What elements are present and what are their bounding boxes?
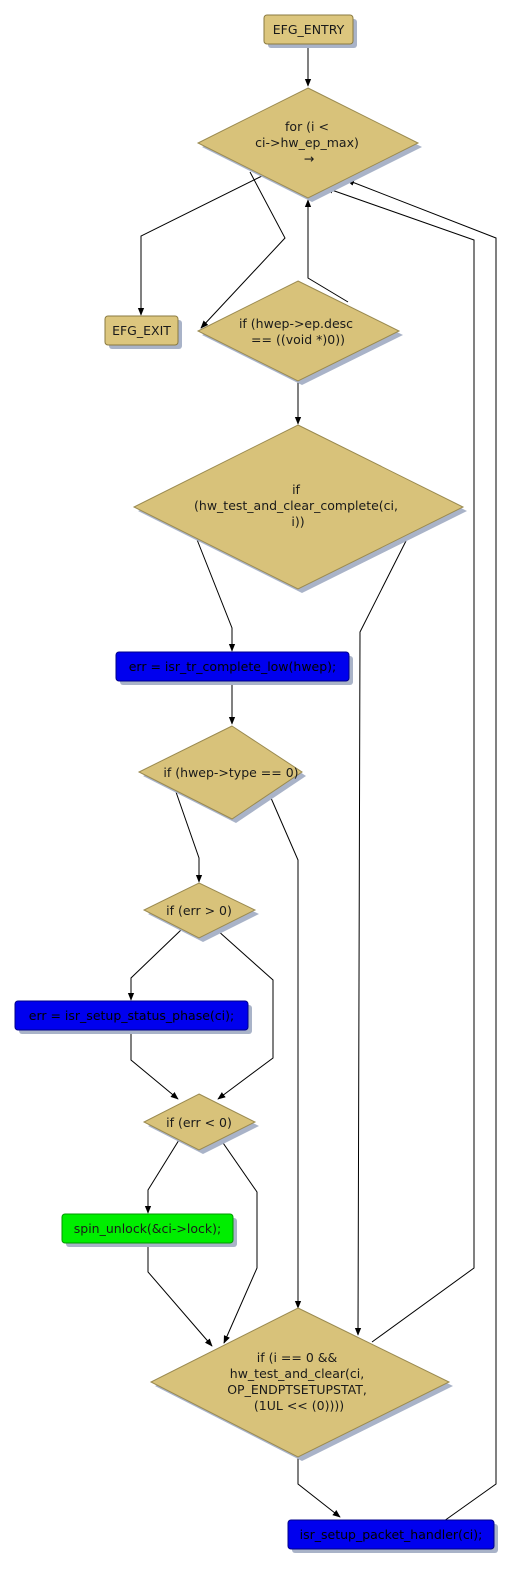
- err-complete-node[interactable]: err = isr_tr_complete_low(hwep);: [115, 651, 353, 685]
- err-complete-label: err = isr_tr_complete_low(hwep);: [129, 659, 337, 674]
- if-err-lt-line-1: if (err < 0): [166, 1115, 232, 1130]
- if-setup-label: if (i == 0 && hw_test_and_clear(ci, OP_E…: [227, 1350, 371, 1413]
- nodes: EFG_ENTRY EFG_EXIT for (i < ci->hw_ep_ma…: [14, 14, 498, 1553]
- edge-if-setup-to-setup-handler: [297, 1456, 341, 1518]
- if-setup-diamond: [149, 1307, 451, 1458]
- edge-if-complete-to-err-complete: [195, 536, 236, 652]
- if-complete-line-2: (hw_test_and_clear_complete(ci,: [194, 498, 398, 513]
- if-type-diamond: [137, 725, 303, 820]
- spin-unlock-node[interactable]: spin_unlock(&ci->lock);: [61, 1213, 237, 1247]
- if-setup-line-1: if (i == 0 &&: [257, 1350, 338, 1365]
- if-desc-diamond: [196, 280, 401, 382]
- err-status-box: [14, 1000, 249, 1031]
- for-loop-line-3: →: [304, 151, 314, 166]
- if-setup-decision[interactable]: if (i == 0 && hw_test_and_clear(ci, OP_E…: [149, 1307, 453, 1461]
- exit-node-label: EFG_EXIT: [112, 323, 171, 338]
- spin-unlock-label: spin_unlock(&ci->lock);: [74, 1221, 221, 1236]
- if-desc-label: if (hwep->ep.desc == ((void *)0)): [239, 316, 357, 347]
- if-complete-decision[interactable]: if (hw_test_and_clear_complete(ci, i)): [132, 424, 467, 593]
- if-desc-decision[interactable]: if (hwep->ep.desc == ((void *)0)): [196, 280, 403, 385]
- err-status-label: err = isr_setup_status_phase(ci);: [29, 1008, 234, 1023]
- if-setup-line-4: (1UL << (0)))): [254, 1398, 344, 1413]
- if-type-decision[interactable]: if (hwep->type == 0): [137, 725, 306, 823]
- edge-spin-unlock-to-if-setup: [147, 1244, 213, 1347]
- setup-handler-label: isr_setup_packet_handler(ci);: [300, 1527, 483, 1542]
- edge-if-err-gt-to-if-err-lt: [216, 929, 274, 1100]
- for-loop-line-2: ci->hw_ep_max): [255, 135, 359, 150]
- edge-if-type-to-if-err-gt: [175, 791, 203, 883]
- err-complete-box: [115, 651, 350, 682]
- edge-if-err-lt-to-spin-unlock: [144, 1139, 180, 1214]
- if-err-lt-decision[interactable]: if (err < 0): [142, 1093, 259, 1154]
- exit-node-box: [104, 315, 179, 346]
- if-err-lt-diamond: [142, 1093, 257, 1151]
- edge-if-setup-back-to-for: [325, 187, 475, 1343]
- if-err-gt-label: if (err > 0): [166, 903, 232, 918]
- if-err-gt-decision[interactable]: if (err > 0): [142, 882, 259, 942]
- edge-if-type-to-if-setup: [270, 797, 302, 1309]
- edge-if-desc-back-to-for: [304, 199, 349, 303]
- if-err-lt-label: if (err < 0): [166, 1115, 232, 1130]
- if-err-gt-line-1: if (err > 0): [166, 903, 232, 918]
- if-type-line-1: if (hwep->type == 0): [163, 765, 298, 780]
- setup-handler-box: [287, 1519, 495, 1550]
- if-complete-line-3: i)): [291, 514, 304, 529]
- err-status-node[interactable]: err = isr_setup_status_phase(ci);: [14, 1000, 252, 1034]
- if-desc-line-2: == ((void *)0)): [251, 332, 345, 347]
- edges: [127, 44, 497, 1522]
- edge-if-err-lt-to-if-setup: [220, 1139, 258, 1344]
- for-loop-decision[interactable]: for (i < ci->hw_ep_max) →: [196, 87, 422, 202]
- for-loop-diamond: [196, 87, 420, 199]
- setup-handler-node[interactable]: isr_setup_packet_handler(ci);: [287, 1519, 498, 1553]
- if-setup-line-3: OP_ENDPTSETUPSTAT,: [227, 1382, 367, 1397]
- if-complete-line-1: if: [292, 482, 300, 497]
- if-type-label: if (hwep->type == 0): [163, 765, 298, 780]
- for-loop-label: for (i < ci->hw_ep_max) →: [255, 119, 363, 166]
- edge-for-to-exit: [137, 175, 263, 316]
- exit-node[interactable]: EFG_EXIT: [104, 315, 182, 349]
- edge-err-status-to-if-err-lt: [130, 1030, 179, 1100]
- edge-for-to-if-desc: [200, 171, 286, 329]
- if-err-gt-diamond: [142, 882, 257, 939]
- if-desc-line-1: if (hwep->ep.desc: [239, 316, 353, 331]
- if-setup-line-2: hw_test_and_clear(ci,: [230, 1366, 364, 1381]
- spin-unlock-box: [61, 1213, 234, 1244]
- edge-setup-handler-back-to-for: [346, 179, 497, 1522]
- entry-node[interactable]: EFG_ENTRY: [263, 14, 357, 48]
- edge-if-complete-to-if-setup: [354, 532, 411, 1336]
- entry-node-box: [263, 14, 354, 45]
- entry-node-label: EFG_ENTRY: [273, 22, 345, 37]
- for-loop-line-1: for (i <: [285, 119, 329, 134]
- edge-if-err-gt-to-err-status: [127, 929, 182, 1001]
- if-complete-label: if (hw_test_and_clear_complete(ci, i)): [194, 482, 402, 529]
- if-complete-diamond: [132, 424, 465, 590]
